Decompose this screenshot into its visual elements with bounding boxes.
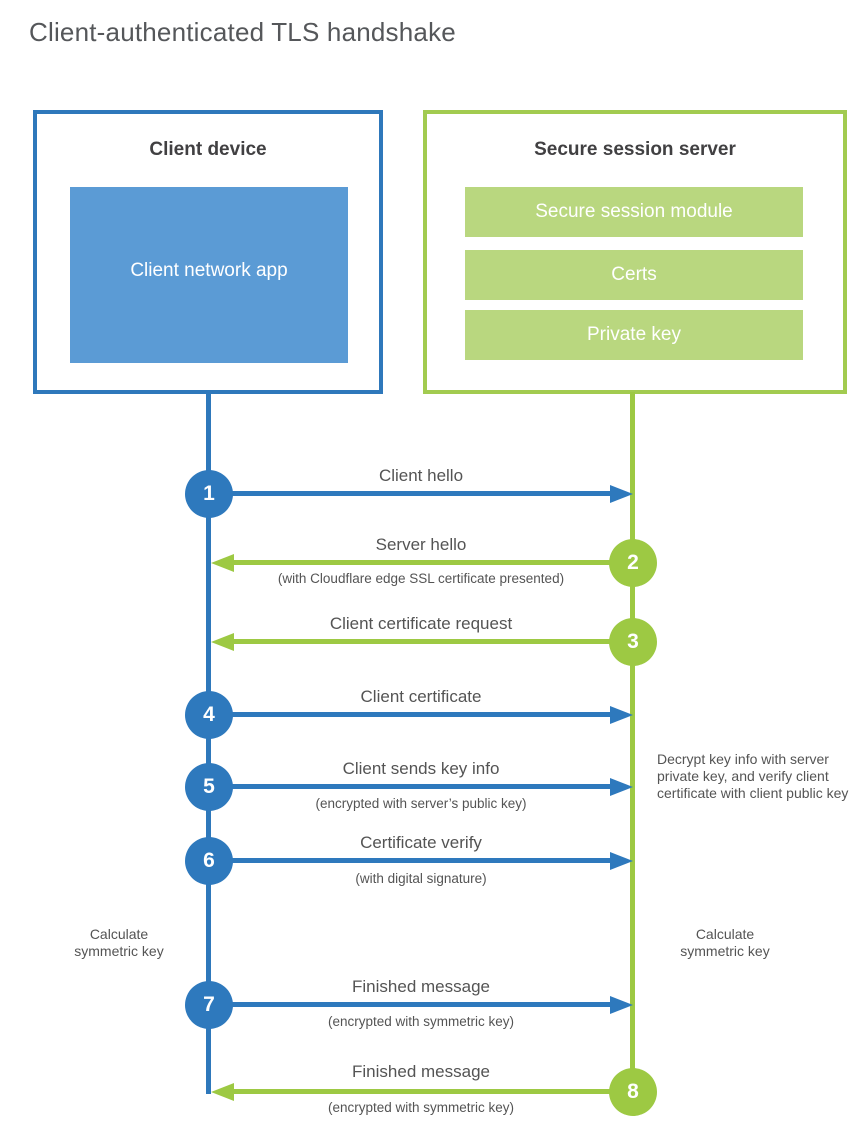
step-6-label: Certificate verify bbox=[360, 833, 482, 852]
step-7-arrowhead-right-icon bbox=[610, 996, 633, 1014]
step-7-number-badge: 7 bbox=[185, 981, 233, 1029]
client-network-app-label: Client network app bbox=[130, 260, 288, 282]
step-3-number: 3 bbox=[627, 630, 639, 653]
step-2-arrow-shaft bbox=[230, 560, 614, 565]
page-title: Client-authenticated TLS handshake bbox=[29, 17, 456, 47]
client-network-app-box: Client network app bbox=[70, 187, 348, 363]
step-8-arrow-shaft bbox=[230, 1089, 614, 1094]
server-lifeline bbox=[630, 392, 635, 1094]
step-4-number: 4 bbox=[203, 703, 215, 726]
step-1-number: 1 bbox=[203, 482, 215, 505]
client-lifeline bbox=[206, 392, 211, 1094]
step-7-number: 7 bbox=[203, 993, 215, 1016]
step-3-number-badge: 3 bbox=[609, 618, 657, 666]
step-5-number-badge: 5 bbox=[185, 763, 233, 811]
private-key-label: Private key bbox=[587, 324, 681, 345]
step-3-arrow-shaft bbox=[230, 639, 614, 644]
step-4-arrowhead-right-icon bbox=[610, 706, 633, 724]
step-7-label: Finished message bbox=[352, 977, 490, 996]
step-2-label: Server hello bbox=[375, 535, 467, 554]
certs-label: Certs bbox=[611, 264, 657, 285]
step-6-number: 6 bbox=[203, 849, 215, 872]
step-7-sublabel: (encrypted with symmetric key) bbox=[327, 1014, 515, 1029]
secure-session-server-box: Secure session server Secure session mod… bbox=[423, 110, 847, 394]
step-5-arrow-shaft bbox=[230, 784, 614, 789]
calculate-symmetric-key-server-note: Calculate symmetric key bbox=[680, 926, 770, 960]
decrypt-note: Decrypt key info with server private key… bbox=[657, 751, 849, 802]
step-8-arrowhead-left-icon bbox=[211, 1083, 234, 1101]
step-6-arrow-shaft bbox=[230, 858, 614, 863]
step-2-number-badge: 2 bbox=[609, 539, 657, 587]
certs-bar: Certs bbox=[465, 250, 803, 300]
step-4-label: Client certificate bbox=[360, 687, 482, 706]
step-8-number: 8 bbox=[627, 1080, 639, 1103]
step-2-number: 2 bbox=[627, 551, 639, 574]
step-7-arrow-shaft bbox=[230, 1002, 614, 1007]
step-6-number-badge: 6 bbox=[185, 837, 233, 885]
step-5-label: Client sends key info bbox=[342, 759, 500, 778]
secure-session-module-label: Secure session module bbox=[535, 201, 733, 222]
private-key-bar: Private key bbox=[465, 310, 803, 360]
calculate-symmetric-key-client-note: Calculate symmetric key bbox=[74, 926, 164, 960]
client-device-title: Client device bbox=[149, 139, 267, 160]
step-6-sublabel: (with digital signature) bbox=[355, 871, 487, 886]
step-8-label: Finished message bbox=[352, 1062, 490, 1081]
secure-session-module-bar: Secure session module bbox=[465, 187, 803, 237]
step-5-sublabel: (encrypted with server’s public key) bbox=[315, 796, 527, 811]
step-8-sublabel: (encrypted with symmetric key) bbox=[327, 1100, 515, 1115]
step-2-arrowhead-left-icon bbox=[211, 554, 234, 572]
step-2-sublabel: (with Cloudflare edge SSL certificate pr… bbox=[277, 571, 565, 586]
step-8-number-badge: 8 bbox=[609, 1068, 657, 1116]
step-5-number: 5 bbox=[203, 775, 215, 798]
step-4-number-badge: 4 bbox=[185, 691, 233, 739]
step-1-arrowhead-right-icon bbox=[610, 485, 633, 503]
step-6-arrowhead-right-icon bbox=[610, 852, 633, 870]
secure-session-server-title: Secure session server bbox=[534, 139, 736, 160]
step-5-arrowhead-right-icon bbox=[610, 778, 633, 796]
step-1-number-badge: 1 bbox=[185, 470, 233, 518]
step-3-label: Client certificate request bbox=[329, 614, 513, 633]
client-device-box: Client device Client network app bbox=[33, 110, 383, 394]
step-1-arrow-shaft bbox=[230, 491, 614, 496]
step-3-arrowhead-left-icon bbox=[211, 633, 234, 651]
step-4-arrow-shaft bbox=[230, 712, 614, 717]
step-1-label: Client hello bbox=[378, 466, 464, 485]
